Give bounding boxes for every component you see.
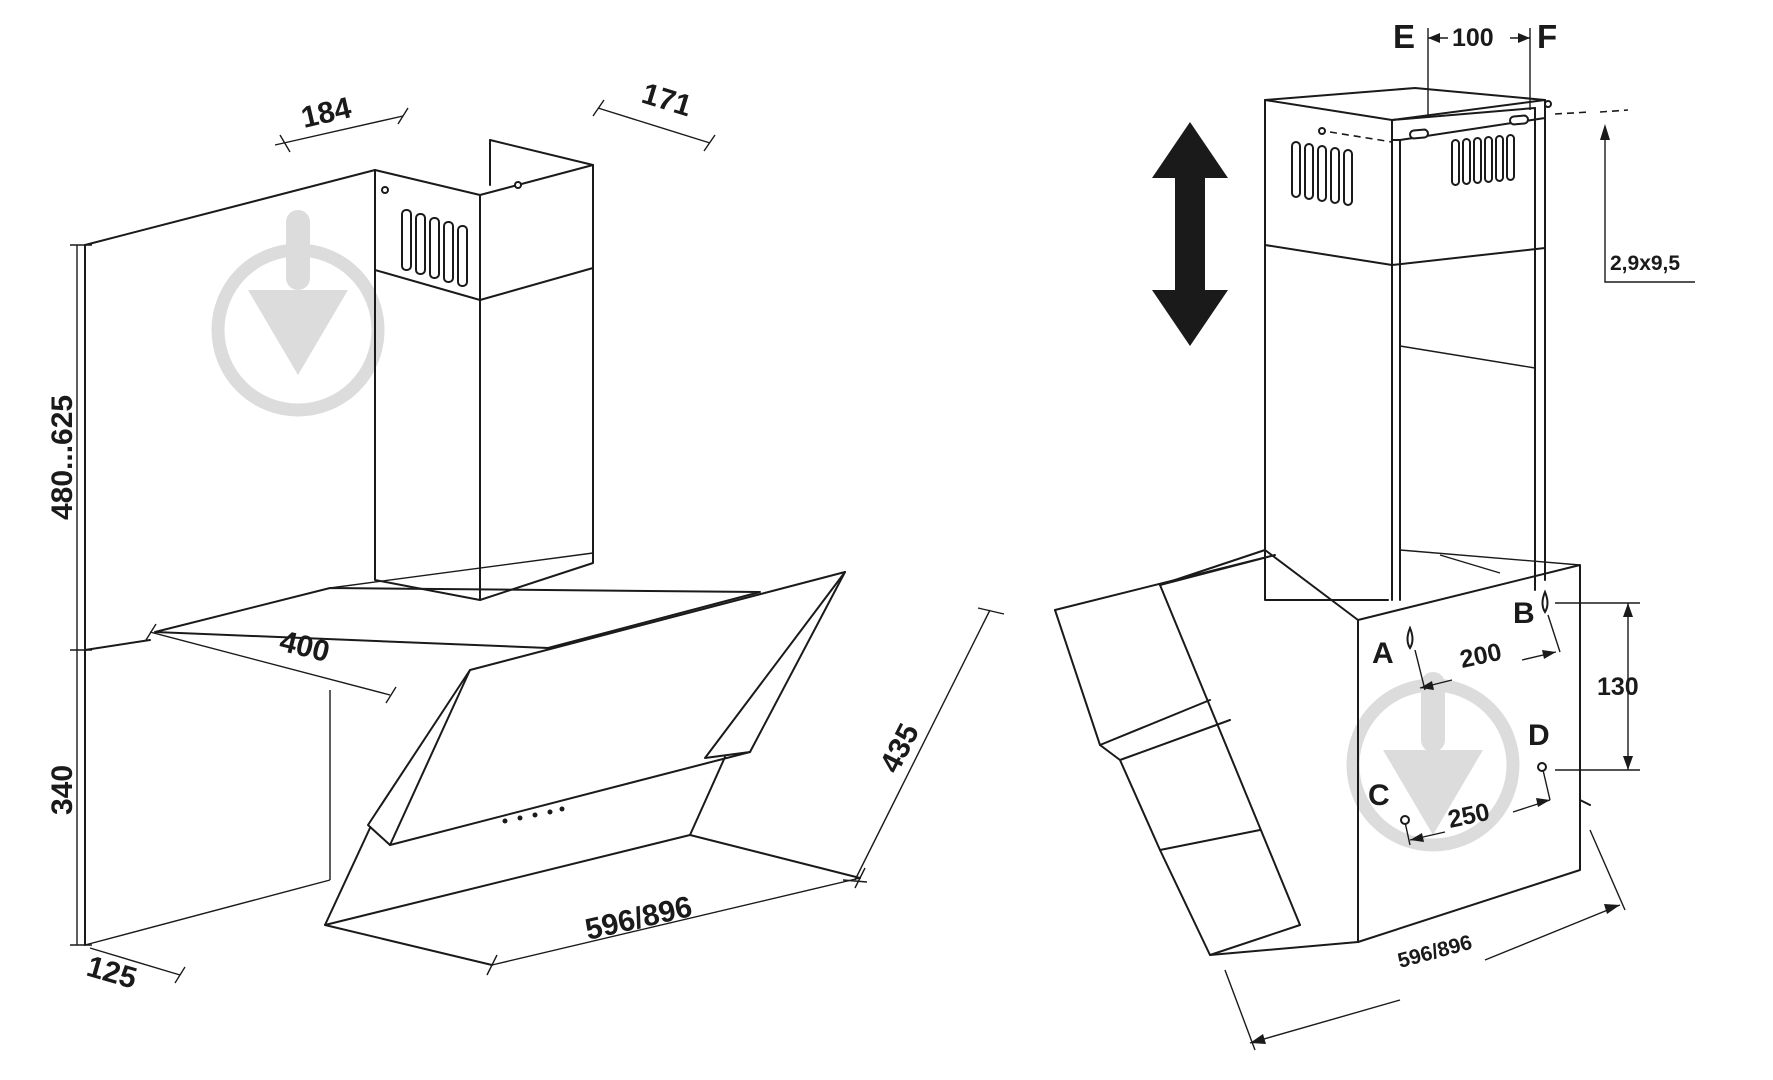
right-mounting-holes xyxy=(1400,589,1549,825)
watermark-left-icon xyxy=(211,210,385,417)
left-dim-435: 435 xyxy=(874,719,926,779)
right-chimney-vents xyxy=(1291,134,1515,206)
left-chimney-vents xyxy=(401,209,468,287)
right-label-c: C xyxy=(1368,779,1390,812)
right-dim-100: 100 xyxy=(1452,24,1494,52)
right-hood-drawing xyxy=(1054,87,1591,956)
left-dim-480-625: 480...625 xyxy=(46,395,79,520)
left-dim-400: 400 xyxy=(276,625,333,669)
left-dim-171: 171 xyxy=(638,77,696,123)
adjust-height-arrow-icon xyxy=(1152,122,1228,346)
left-dimension-lines xyxy=(70,99,1005,984)
right-label-a: A xyxy=(1372,637,1394,670)
right-dim-596-896: 596/896 xyxy=(1395,931,1474,973)
left-dimension-labels: 184 171 480...625 340 400 435 596/896 12… xyxy=(46,77,926,995)
right-label-e: E xyxy=(1393,18,1415,55)
right-dim-130: 130 xyxy=(1597,673,1639,701)
left-dim-596-896: 596/896 xyxy=(582,890,695,947)
left-hood-drawing xyxy=(84,139,861,966)
right-label-b: B xyxy=(1513,597,1535,630)
left-dim-125: 125 xyxy=(83,950,140,996)
right-dimension-labels: E F 100 2,9x9,5 A B 200 130 C D 250 596/… xyxy=(1368,18,1680,973)
left-dim-340: 340 xyxy=(46,765,79,815)
left-control-dots xyxy=(502,806,565,824)
right-label-d: D xyxy=(1528,719,1550,752)
right-dim-screw: 2,9x9,5 xyxy=(1610,252,1680,275)
right-dim-200: 200 xyxy=(1457,638,1504,674)
right-label-f: F xyxy=(1537,18,1557,55)
right-dimension-lines xyxy=(1224,28,1695,1051)
